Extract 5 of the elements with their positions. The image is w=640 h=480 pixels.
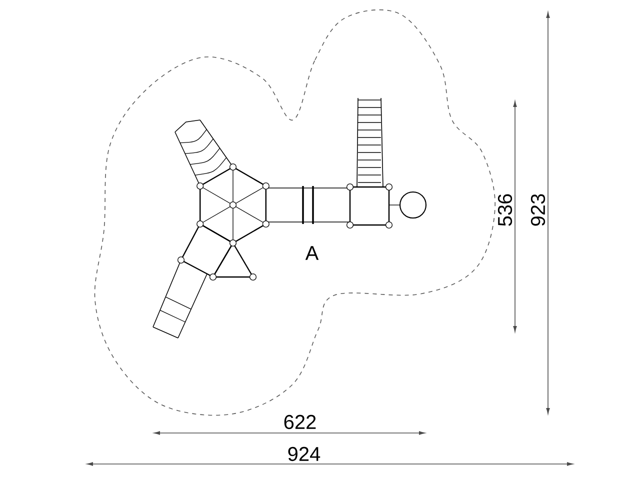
dimension-label: 536 [498,194,512,226]
dimension-label: 923 [530,194,546,226]
dimension-label: 924 [288,446,320,462]
dimension-label: 622 [284,414,316,430]
area-label: A [305,246,319,260]
